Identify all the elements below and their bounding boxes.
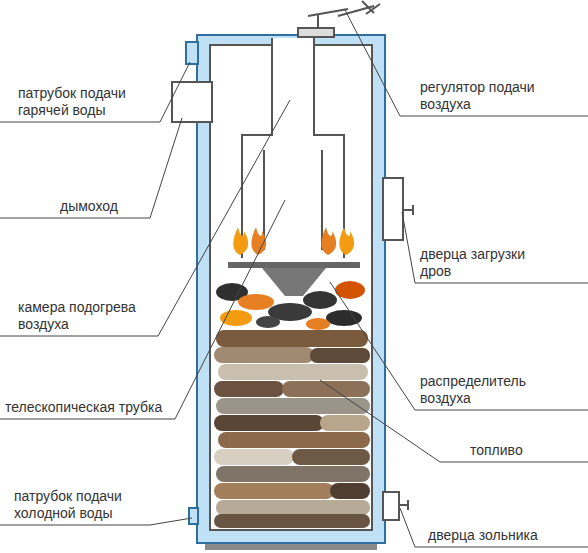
cold-water-pipe	[189, 508, 198, 524]
part-label: топливо	[470, 442, 570, 459]
leader-line	[0, 200, 285, 419]
coal	[326, 310, 362, 326]
distributor-plate	[228, 262, 360, 268]
air-regulator	[308, 1, 380, 28]
loading-door	[383, 178, 403, 240]
part-label: регулятор подачи воздуха	[420, 79, 570, 113]
tube-fill	[242, 38, 344, 258]
log	[214, 415, 324, 431]
leader-lines	[0, 10, 588, 547]
top-cap	[298, 28, 334, 37]
leader-line	[0, 62, 190, 122]
chimney-pipe	[172, 82, 212, 122]
leader-line	[0, 100, 290, 336]
air-heating-chamber	[242, 38, 344, 258]
ash-door	[383, 492, 399, 520]
hot-water-pipe	[186, 42, 198, 64]
coal	[303, 291, 337, 309]
leader-line	[400, 508, 588, 547]
log	[214, 514, 370, 528]
base-plate	[205, 544, 377, 550]
log	[214, 449, 294, 465]
leader-line	[402, 212, 588, 283]
log	[330, 483, 370, 499]
door-handle	[403, 205, 413, 215]
log	[216, 330, 368, 347]
log	[218, 364, 368, 380]
coal	[256, 316, 280, 328]
coal	[238, 294, 274, 310]
leader-line	[330, 282, 588, 410]
log	[214, 347, 314, 363]
log	[282, 381, 370, 397]
flame	[233, 227, 248, 255]
log	[292, 449, 370, 465]
part-label: патрубок подачи холодной воды	[14, 488, 154, 522]
log	[218, 432, 370, 448]
coal	[220, 310, 252, 326]
coal	[306, 318, 330, 330]
log	[310, 348, 370, 363]
part-label: камера подогрева воздуха	[18, 299, 158, 333]
part-label: распределитель воздуха	[420, 373, 550, 407]
log	[214, 483, 334, 499]
log	[216, 398, 370, 414]
part-label: дверца зольника	[428, 527, 578, 544]
leader-line	[0, 118, 182, 218]
log	[214, 381, 284, 397]
flame	[321, 227, 336, 255]
leader-line	[345, 10, 588, 116]
part-label: телескопическая трубка	[5, 399, 185, 416]
part-label: патрубок подачи гарячей воды	[18, 85, 153, 119]
log	[216, 466, 370, 482]
flame	[339, 227, 354, 255]
log	[320, 415, 370, 431]
part-label: дверца загрузки дров	[420, 246, 550, 280]
log	[216, 500, 370, 515]
water-jacket	[197, 35, 385, 543]
telescopic-tube	[264, 150, 322, 250]
part-label: дымоход	[60, 198, 180, 215]
